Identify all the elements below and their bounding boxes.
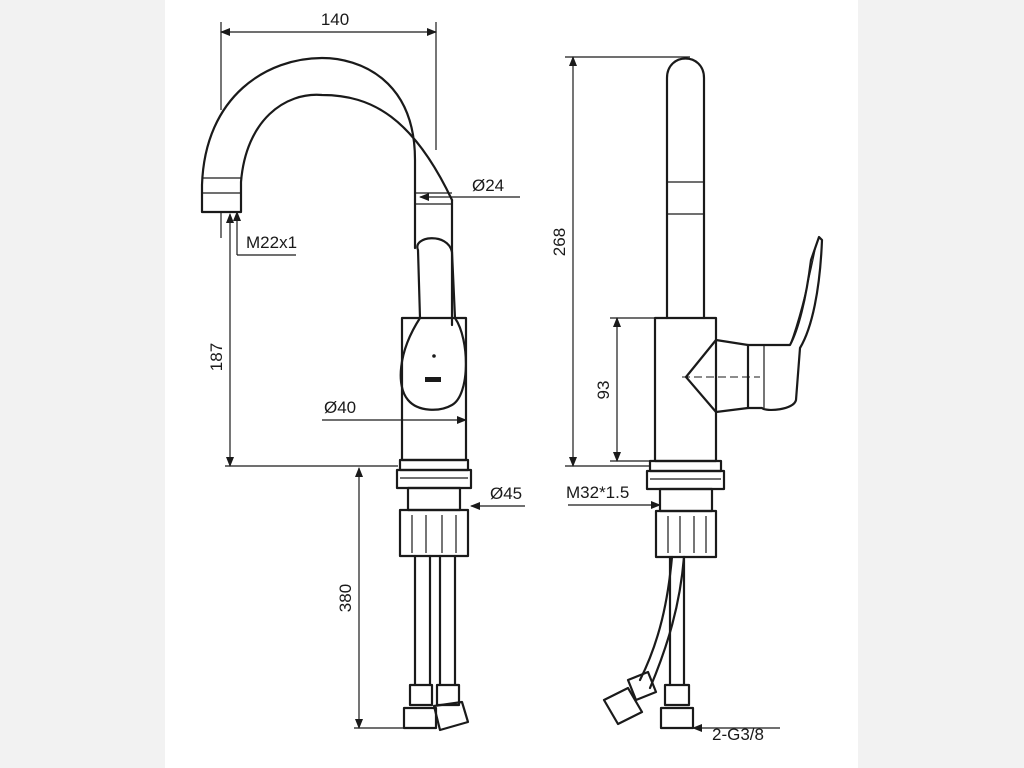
- dim-outlet-thread: M22x1: [246, 233, 297, 252]
- dim-spout-reach: 140: [321, 10, 349, 29]
- lever-indicator: [432, 354, 436, 358]
- front-dimensions: 140 Ø24 M22x1 187 Ø40 Ø45 380: [207, 10, 525, 729]
- base-ring: [398, 458, 470, 472]
- side-body: [653, 316, 718, 463]
- dim-spout-diameter: Ø24: [472, 176, 504, 195]
- dim-mount-thread: M32*1.5: [566, 483, 629, 502]
- side-hose-fitting-straight: [663, 683, 691, 707]
- hose-fitting-left: [408, 683, 434, 707]
- dim-body-height: 93: [594, 381, 613, 400]
- connector-nut-right: [432, 700, 470, 732]
- side-lever-edge: [789, 244, 817, 346]
- side-hose-curved: [638, 555, 674, 682]
- drawing-sheet: [165, 0, 858, 768]
- dim-connection: 2-G3/8: [712, 725, 764, 744]
- dim-body-diameter: Ø40: [324, 398, 356, 417]
- spout-tube: [665, 57, 706, 320]
- side-stud: [658, 487, 714, 513]
- side-connector-nut-straight: [659, 706, 695, 730]
- side-fixing-nut: [654, 509, 718, 559]
- side-dimensions: 268 93 M32*1.5 2-G3/8: [550, 56, 780, 744]
- side-base-ring: [648, 459, 723, 473]
- side-view: [602, 57, 824, 730]
- lever-logo: [425, 377, 441, 382]
- cartridge-cone: [684, 338, 750, 414]
- fixing-nut: [398, 508, 470, 558]
- dim-total-height: 268: [550, 228, 569, 256]
- mounting-flange: [395, 468, 473, 490]
- lever-handle: [399, 237, 467, 411]
- side-connector-nut-curved: [602, 686, 644, 726]
- dim-hose-length: 380: [336, 584, 355, 612]
- mounting-stud: [406, 486, 462, 512]
- side-hose-fitting-curved: [626, 670, 658, 702]
- connector-nut-left: [402, 706, 438, 730]
- side-lever: [746, 235, 824, 411]
- spout-outline: [200, 56, 454, 214]
- dim-spout-height: 187: [207, 343, 226, 371]
- side-flange: [645, 469, 726, 491]
- faucet-body: [400, 316, 468, 462]
- side-hose-curved: [648, 555, 686, 690]
- front-view: [200, 56, 473, 732]
- dim-base-diameter: Ø45: [490, 484, 522, 503]
